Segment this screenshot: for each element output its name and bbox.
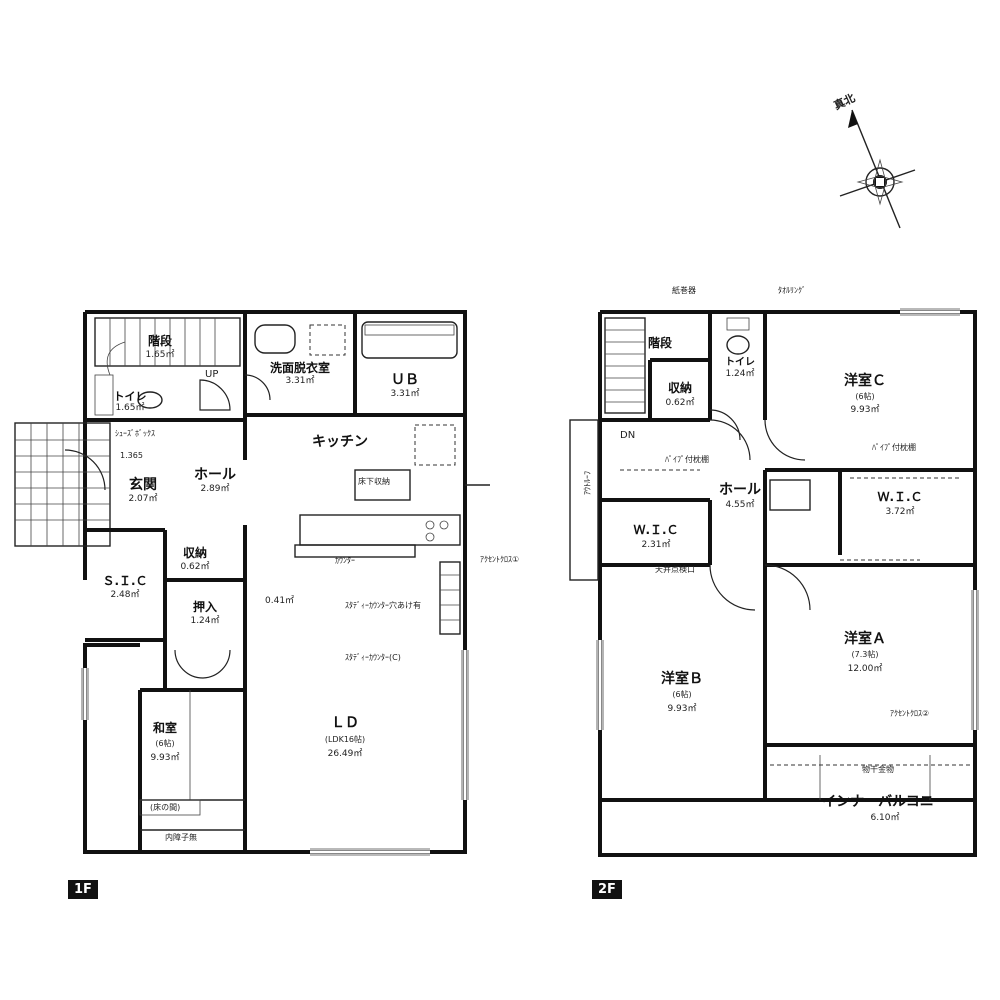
note-2f-attic: 天井点検口 — [655, 564, 695, 574]
area-2f-toilet: 1.24㎡ — [725, 368, 754, 379]
kitchen-counter — [299, 514, 461, 546]
area-1f-stairs: 1.65㎡ — [145, 349, 174, 360]
room-1f-hall: ホール — [194, 467, 236, 483]
room-1f-ub: ＵＢ — [391, 372, 419, 388]
note-2f-pipe1: ﾊﾟｲﾌﾟ付枕棚 — [665, 454, 709, 464]
area-2f-roomc: 9.93㎡ — [850, 404, 879, 415]
sub-1f-ld: (LDK16帖) — [325, 734, 365, 744]
note-1f-underfloor: 床下収納 — [358, 476, 390, 486]
north-compass-icon — [839, 109, 916, 229]
note-1f-rail: 内障子無 — [165, 832, 197, 842]
room-1f-oshiire: 押入 — [193, 599, 217, 614]
room-2f-wic1: Ｗ.Ｉ.Ｃ — [633, 523, 678, 537]
note-2f-towel: ﾀｵﾙﾘﾝｸﾞ — [778, 286, 806, 295]
area-1f-hall: 2.89㎡ — [200, 483, 229, 494]
room-1f-storage: 収納 — [183, 545, 207, 560]
area-1f-oshiire: 1.24㎡ — [190, 615, 219, 626]
sub-2f-roomc: (6帖) — [855, 391, 874, 401]
room-2f-hall: ホール — [719, 482, 761, 498]
compass-label: 真北 — [831, 91, 857, 113]
area-2f-storage: 0.62㎡ — [665, 397, 694, 408]
room-1f-washitsu: 和室 — [152, 720, 177, 735]
note-1f-counter1: ｶｳﾝﾀｰ — [335, 556, 355, 565]
note-1f-counterhole: ｽﾀﾃﾞｨｰｶｳﾝﾀｰ穴あけ有 — [345, 600, 421, 610]
note-1f-dim: 1.365 — [120, 451, 143, 460]
note-1f-area041: 0.41㎡ — [265, 595, 294, 606]
note-2f-dryer: 物干金物 — [862, 764, 894, 774]
room-2f-storage: 収納 — [668, 380, 692, 395]
sub-1f-washitsu: (6帖) — [155, 738, 174, 748]
porch-tiles — [14, 422, 111, 547]
area-1f-washroom: 3.31㎡ — [285, 375, 314, 386]
area-2f-hall: 4.55㎡ — [725, 499, 754, 510]
sub-2f-rooma: (7.3帖) — [852, 649, 879, 659]
room-2f-rooma: 洋室Ａ — [844, 630, 886, 647]
note-1f-accent1: ｱｸｾﾝﾄｸﾛｽ① — [480, 555, 519, 564]
area-1f-entrance: 2.07㎡ — [128, 493, 157, 504]
note-1f-counterC: ｽﾀﾃﾞｨｰｶｳﾝﾀｰ(C) — [345, 653, 401, 662]
area-2f-rooma: 12.00㎡ — [848, 663, 883, 674]
note-2f-pipe2: ﾊﾟｲﾌﾟ付枕棚 — [872, 442, 916, 452]
room-1f-ld: ＬＤ — [331, 715, 359, 731]
note-2f-roof: ｱｳﾄﾙｰﾌ — [583, 471, 592, 495]
room-2f-wic2: Ｗ.Ｉ.Ｃ — [877, 490, 922, 504]
note-1f-up: UP — [205, 369, 218, 380]
area-1f-ld: 26.49㎡ — [328, 748, 363, 759]
room-2f-toilet: トイレ — [725, 356, 755, 368]
bathtub — [361, 321, 458, 359]
area-1f-sic: 2.48㎡ — [110, 589, 139, 600]
sub-2f-roomb: (6帖) — [672, 689, 691, 699]
room-1f-entrance: 玄関 — [129, 476, 157, 493]
floor-tag-2f: 2F — [592, 880, 622, 899]
toilet-fixture-1f — [137, 391, 163, 409]
room-1f-washroom: 洗面脱衣室 — [270, 360, 330, 375]
note-1f-tokonoma: (床の間) — [150, 802, 180, 812]
area-1f-storage: 0.62㎡ — [180, 561, 209, 572]
area-2f-wic1: 2.31㎡ — [641, 539, 670, 550]
note-1f-shoebox: ｼｭｰｽﾞﾎﾞｯｸｽ — [115, 429, 155, 438]
room-1f-stairs: 階段 — [148, 333, 173, 348]
area-2f-wic2: 3.72㎡ — [885, 506, 914, 517]
toilet-fixture-2f — [726, 335, 750, 355]
room-1f-toilet: トイレ — [114, 390, 147, 403]
room-2f-stairs: 階段 — [648, 335, 673, 350]
area-2f-balcony: 6.10㎡ — [870, 812, 899, 823]
room-2f-balcony: インナーバルコニー — [822, 794, 948, 810]
stairs-1f — [94, 317, 241, 376]
area-1f-washitsu: 9.93㎡ — [150, 752, 179, 763]
floor-1f-plan — [14, 310, 490, 856]
room-1f-sic: Ｓ.Ｉ.Ｃ — [102, 574, 147, 588]
note-2f-accent2: ｱｸｾﾝﾄｸﾛｽ② — [890, 709, 929, 718]
floor-tag-1f: 1F — [68, 880, 98, 899]
sink-1f — [254, 324, 296, 354]
stairs-2f — [604, 317, 646, 414]
area-1f-ub: 3.31㎡ — [390, 388, 419, 399]
note-2f-paper: 紙巻器 — [672, 285, 696, 295]
room-2f-roomc: 洋室Ｃ — [844, 372, 886, 389]
floor-2f-plan — [569, 308, 979, 857]
area-1f-toilet: 1.65㎡ — [115, 402, 144, 413]
area-2f-roomb: 9.93㎡ — [667, 703, 696, 714]
note-2f-dn: DN — [620, 430, 635, 441]
room-2f-roomb: 洋室Ｂ — [661, 670, 703, 687]
room-1f-kitchen: キッチン — [312, 434, 368, 450]
